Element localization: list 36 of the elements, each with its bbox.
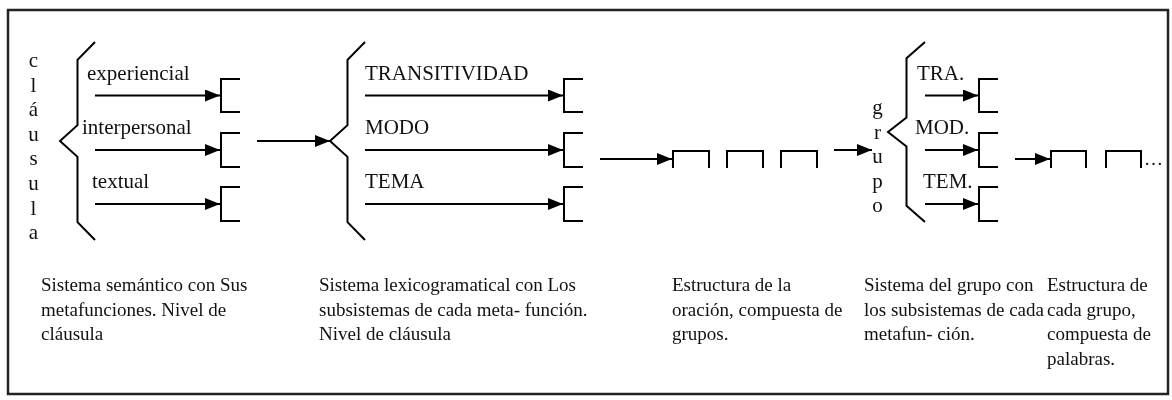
arrow: [94, 198, 221, 210]
arrow: [94, 144, 221, 156]
bracket-symbol: [978, 186, 998, 222]
arrow: [599, 153, 673, 165]
caption-text: Sistema semántico con Sus metafunciones. Nivel de cláusula: [41, 273, 249, 346]
structure-slot: [672, 150, 710, 168]
caption-text: Estructura de cada grupo, compuesta de palabras.: [1047, 273, 1152, 371]
bracket-symbol: [563, 78, 583, 113]
caption-text: Sistema del grupo con los subsistemas de cada metafun- ción.: [864, 273, 1045, 346]
vertical-label: cláusula: [28, 48, 39, 244]
bracket-symbol: [978, 132, 998, 168]
arrow: [833, 144, 873, 156]
structure-slot: [780, 150, 818, 168]
arrow: [94, 89, 221, 102]
arrow: [364, 89, 564, 102]
ellipsis: …: [1144, 148, 1163, 170]
arrow: [924, 198, 979, 210]
curly-brace: [330, 42, 365, 240]
structure-slot: [1050, 150, 1087, 168]
bracket-symbol: [978, 78, 998, 113]
caption-text: Estructura de la oración, compuesta de grupos.: [672, 273, 844, 346]
bracket-symbol: [220, 132, 240, 168]
bracket-symbol: [563, 132, 583, 168]
structure-slot: [726, 150, 764, 168]
arrow: [924, 89, 979, 102]
caption-text: Sistema lexicogramatical con Los subsistemas de cada meta- función. Nivel de cláusula: [319, 273, 589, 346]
structure-slot: [1105, 150, 1142, 168]
vertical-label: grupo: [872, 95, 883, 219]
arrow: [364, 144, 564, 156]
arrow: [924, 144, 979, 156]
arrow: [256, 135, 331, 147]
bracket-symbol: [563, 186, 583, 222]
bracket-symbol: [220, 186, 240, 222]
arrow: [364, 198, 564, 210]
arrow: [1014, 153, 1051, 165]
bracket-symbol: [220, 78, 240, 113]
